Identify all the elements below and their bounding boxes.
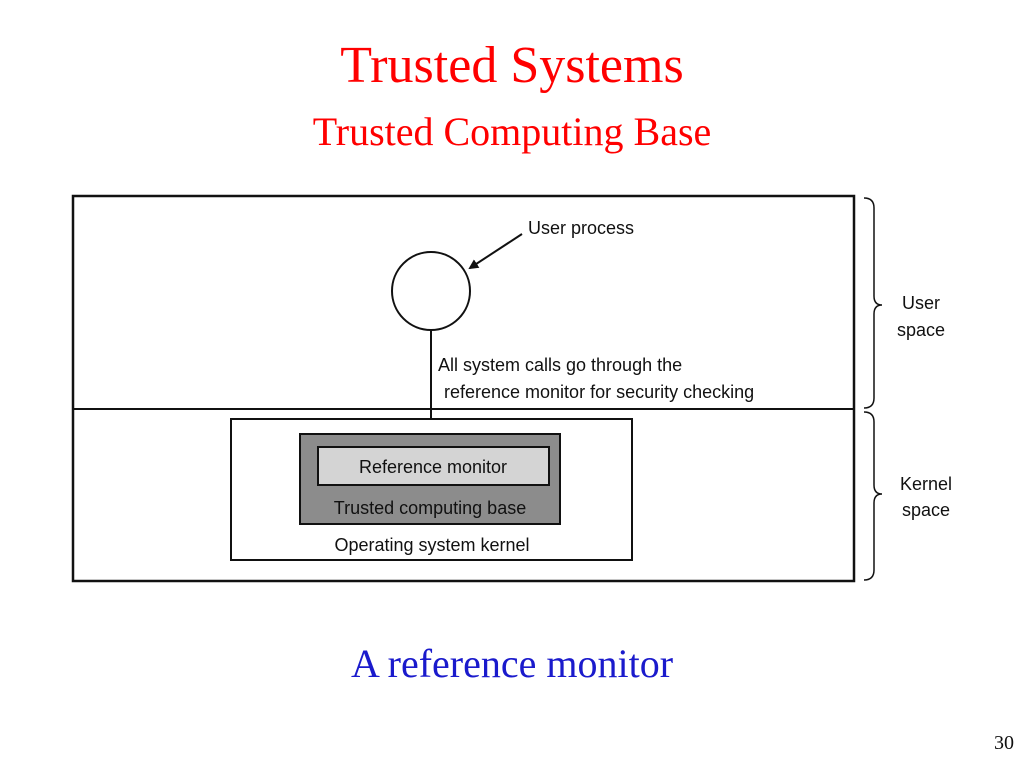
tcb-label: Trusted computing base bbox=[334, 498, 526, 518]
reference-monitor-label: Reference monitor bbox=[359, 457, 507, 477]
kernel-space-label-line1: Kernel bbox=[900, 474, 952, 494]
user-process-pointer-arrow bbox=[468, 233, 523, 270]
reference-monitor-box bbox=[317, 446, 550, 486]
syscall-note-line1: All system calls go through the bbox=[438, 355, 682, 375]
user-process-circle bbox=[391, 251, 471, 331]
kernel-space-brace bbox=[863, 411, 883, 581]
syscall-note-line2: reference monitor for security checking bbox=[444, 382, 754, 402]
user-process-label: User process bbox=[528, 218, 634, 238]
kernel-label: Operating system kernel bbox=[334, 535, 529, 555]
slide-title: Trusted Systems bbox=[340, 37, 684, 94]
user-space-label-line2: space bbox=[897, 320, 945, 340]
kernel-space-label-line2: space bbox=[902, 500, 950, 520]
user-space-label-line1: User bbox=[902, 293, 940, 313]
slide-caption: A reference monitor bbox=[350, 641, 674, 686]
user-space-brace bbox=[863, 197, 883, 409]
system-frame bbox=[71, 194, 856, 583]
page-number: 30 bbox=[994, 732, 1014, 754]
slide-subtitle: Trusted Computing Base bbox=[312, 109, 712, 154]
